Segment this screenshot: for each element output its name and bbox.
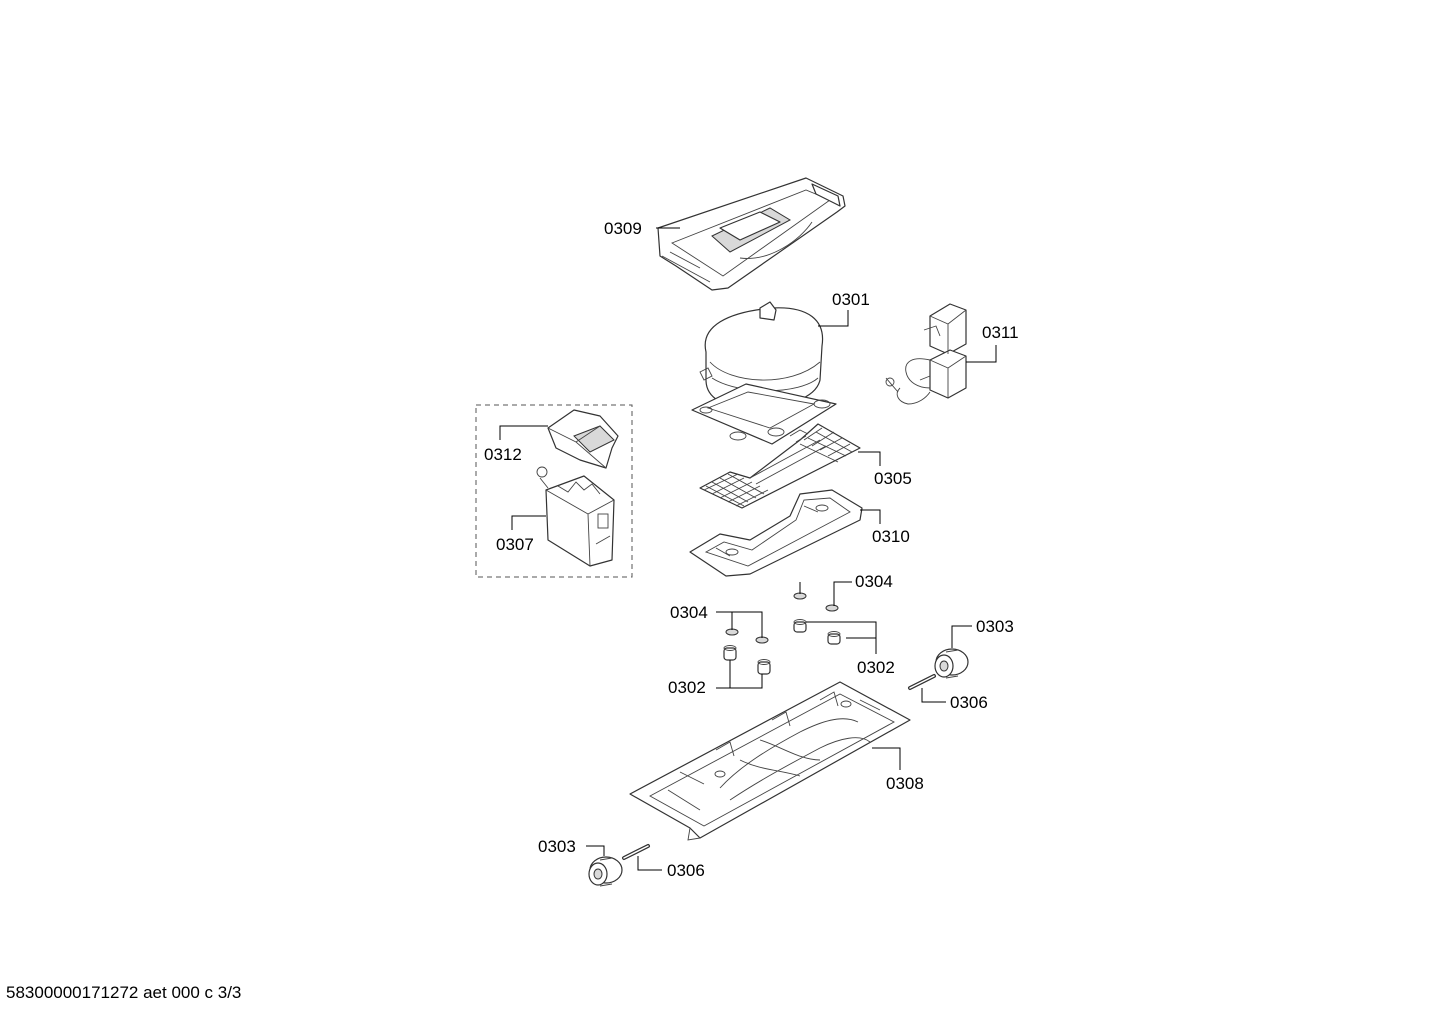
- part-0311-relay-assembly[interactable]: [885, 303, 967, 405]
- label-0306-upper: 0306: [950, 693, 988, 712]
- label-0307: 0307: [496, 535, 534, 554]
- label-0302-right: 0302: [857, 658, 895, 677]
- part-0308-base-frame[interactable]: [629, 681, 911, 841]
- part-0302-grommets-right[interactable]: [793, 619, 841, 645]
- part-0312-electronics-cover[interactable]: [547, 409, 619, 469]
- label-0303-lower: 0303: [538, 837, 576, 856]
- label-0304-left: 0304: [670, 603, 708, 622]
- part-0301-compressor[interactable]: [691, 301, 837, 445]
- part-0305-grid-mat[interactable]: [699, 423, 861, 509]
- part-0302-grommets-left[interactable]: [723, 645, 771, 675]
- label-0304-right: 0304: [855, 572, 893, 591]
- part-0303-wheel-lower[interactable]: [588, 856, 623, 887]
- label-0308: 0308: [886, 774, 924, 793]
- part-0310-base-tray[interactable]: [689, 489, 863, 577]
- part-0303-wheel-upper[interactable]: [934, 648, 969, 679]
- leader-lines: [499, 227, 997, 871]
- part-0304-feet-right[interactable]: [793, 592, 839, 612]
- label-0309: 0309: [604, 219, 642, 238]
- label-0310: 0310: [872, 527, 910, 546]
- label-0312: 0312: [484, 445, 522, 464]
- label-0303-upper: 0303: [976, 617, 1014, 636]
- part-0309-cover-tray[interactable]: [657, 177, 846, 291]
- part-0306-pin-lower[interactable]: [622, 844, 650, 860]
- document-code: 58300000171272 aet 000 c 3/3: [6, 983, 241, 1002]
- part-0307-control-module[interactable]: [536, 466, 615, 567]
- label-0306-lower: 0306: [667, 861, 705, 880]
- label-0301: 0301: [832, 290, 870, 309]
- part-0306-pin-upper[interactable]: [908, 674, 936, 690]
- electronics-group-box: [475, 404, 633, 578]
- label-0311: 0311: [982, 323, 1019, 342]
- label-0302-left: 0302: [668, 678, 706, 697]
- label-0305: 0305: [874, 469, 912, 488]
